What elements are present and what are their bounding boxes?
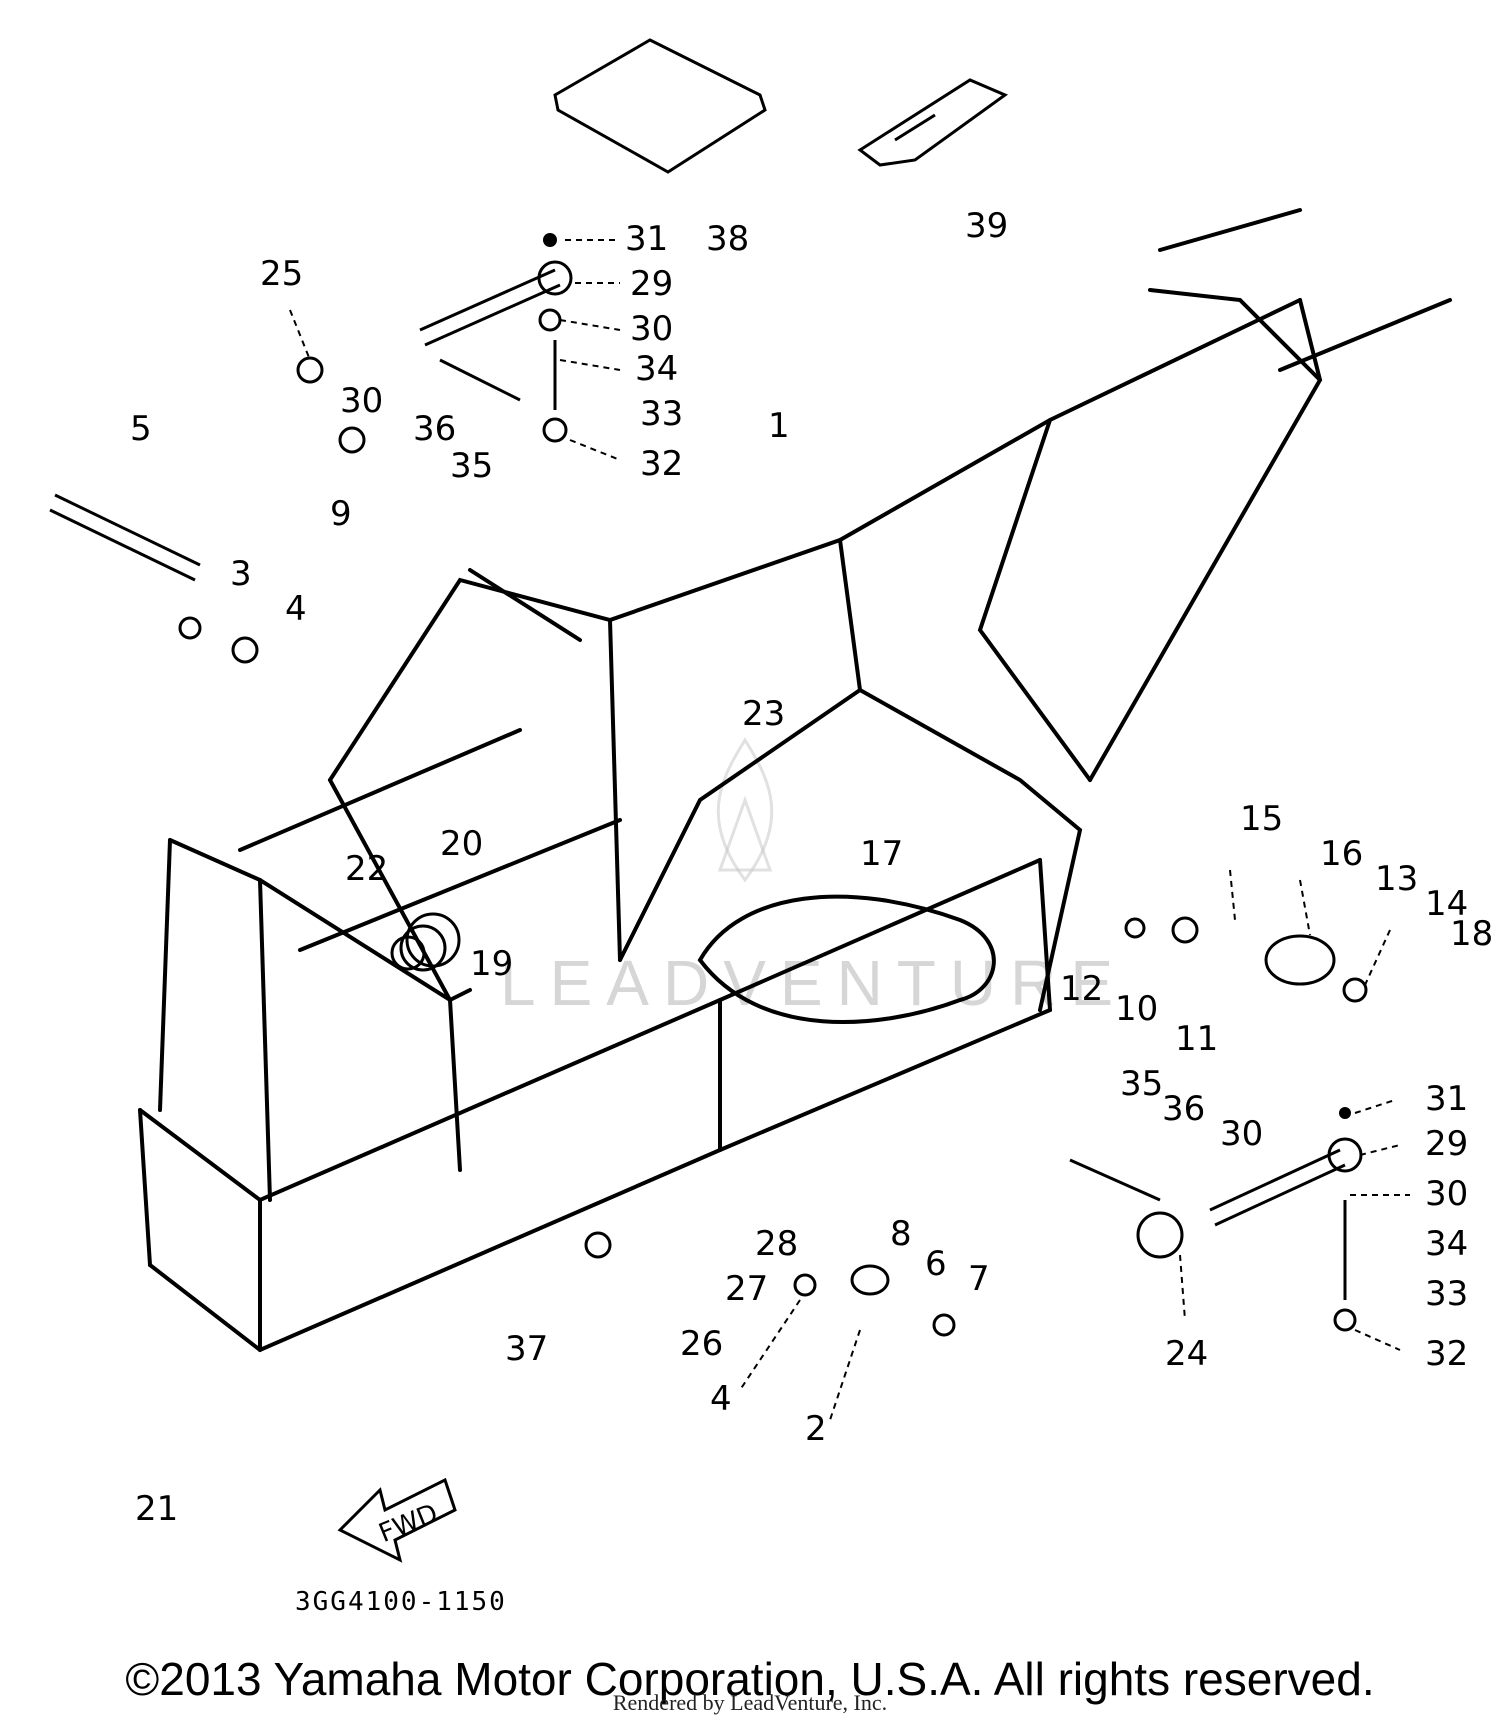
callout-14: 14 xyxy=(1425,884,1468,924)
right-pivot-parts xyxy=(1124,916,1368,1003)
plate-part-39 xyxy=(857,78,1009,167)
callout-30-upper-left: 30 xyxy=(340,381,383,421)
callout-32-right: 32 xyxy=(1425,1334,1468,1374)
diagram-part-code: 3GG4100-1150 xyxy=(295,1587,507,1617)
callout-6: 6 xyxy=(925,1244,947,1284)
callout-2-lower: 2 xyxy=(805,1409,827,1449)
callout-18: 18 xyxy=(1450,914,1493,954)
callout-30-right: 30 xyxy=(1220,1114,1263,1154)
callout-28: 28 xyxy=(755,1224,798,1264)
callout-31-right: 31 xyxy=(1425,1079,1468,1119)
callout-21: 21 xyxy=(135,1489,178,1529)
callout-32: 32 xyxy=(640,444,683,484)
callout-38: 38 xyxy=(706,219,749,259)
callout-4-lower: 4 xyxy=(710,1379,732,1419)
fwd-arrow: FWD xyxy=(337,1477,457,1563)
pivot-bushing-parts xyxy=(390,912,956,1337)
callout-23: 23 xyxy=(742,694,785,734)
callout-13: 13 xyxy=(1375,859,1418,899)
callout-29: 29 xyxy=(630,264,673,304)
lower-right-link-assembly xyxy=(1069,1107,1363,1332)
watermark-text: LEADVENTURE xyxy=(500,947,1127,1019)
seat-pad-part xyxy=(553,38,767,174)
frame-exploded-diagram: LEADVENTURE xyxy=(49,38,1493,1617)
callout-39: 39 xyxy=(965,206,1008,246)
callout-9: 9 xyxy=(330,494,352,534)
callout-20: 20 xyxy=(440,824,483,864)
callout-33: 33 xyxy=(640,394,683,434)
callout-29-right: 29 xyxy=(1425,1124,1468,1164)
callout-8: 8 xyxy=(890,1214,912,1254)
callout-16: 16 xyxy=(1320,834,1363,874)
callout-15: 15 xyxy=(1240,799,1283,839)
main-frame-part-1 xyxy=(138,208,1452,1353)
watermark-logo: LEADVENTURE xyxy=(500,737,1127,1019)
callout-labels: 31 38 39 25 29 30 34 33 32 1 5 30 36 35 … xyxy=(130,206,1493,1529)
callout-30-lower-right: 30 xyxy=(1425,1174,1468,1214)
rendered-by-notice: Rendered by LeadVenture, Inc. xyxy=(612,1690,888,1715)
callout-1: 1 xyxy=(768,406,790,446)
callout-5: 5 xyxy=(130,409,152,449)
callout-35-right: 35 xyxy=(1120,1064,1163,1104)
callout-30: 30 xyxy=(630,309,673,349)
callout-24: 24 xyxy=(1165,1334,1208,1374)
callout-36-right: 36 xyxy=(1162,1089,1205,1129)
callout-7: 7 xyxy=(968,1259,990,1299)
callout-34: 34 xyxy=(635,349,678,389)
callout-12: 12 xyxy=(1060,969,1103,1009)
callout-33-right: 33 xyxy=(1425,1274,1468,1314)
copyright-notice: ©2013 Yamaha Motor Corporation, U.S.A. A… xyxy=(125,1653,1375,1705)
leader-lines xyxy=(289,239,1410,1421)
upper-left-link-assembly xyxy=(49,233,573,664)
callout-22: 22 xyxy=(345,849,388,889)
callout-31: 31 xyxy=(625,219,668,259)
callout-11: 11 xyxy=(1175,1019,1218,1059)
callout-37: 37 xyxy=(505,1329,548,1369)
callout-25: 25 xyxy=(260,254,303,294)
callout-17: 17 xyxy=(860,834,903,874)
callout-27: 27 xyxy=(725,1269,768,1309)
callout-26: 26 xyxy=(680,1324,723,1364)
callout-19: 19 xyxy=(470,944,513,984)
callout-10: 10 xyxy=(1115,989,1158,1029)
callout-34-right: 34 xyxy=(1425,1224,1468,1264)
callout-3: 3 xyxy=(230,554,252,594)
callout-4-upper: 4 xyxy=(285,589,307,629)
callout-36: 36 xyxy=(413,409,456,449)
callout-35: 35 xyxy=(450,446,493,486)
